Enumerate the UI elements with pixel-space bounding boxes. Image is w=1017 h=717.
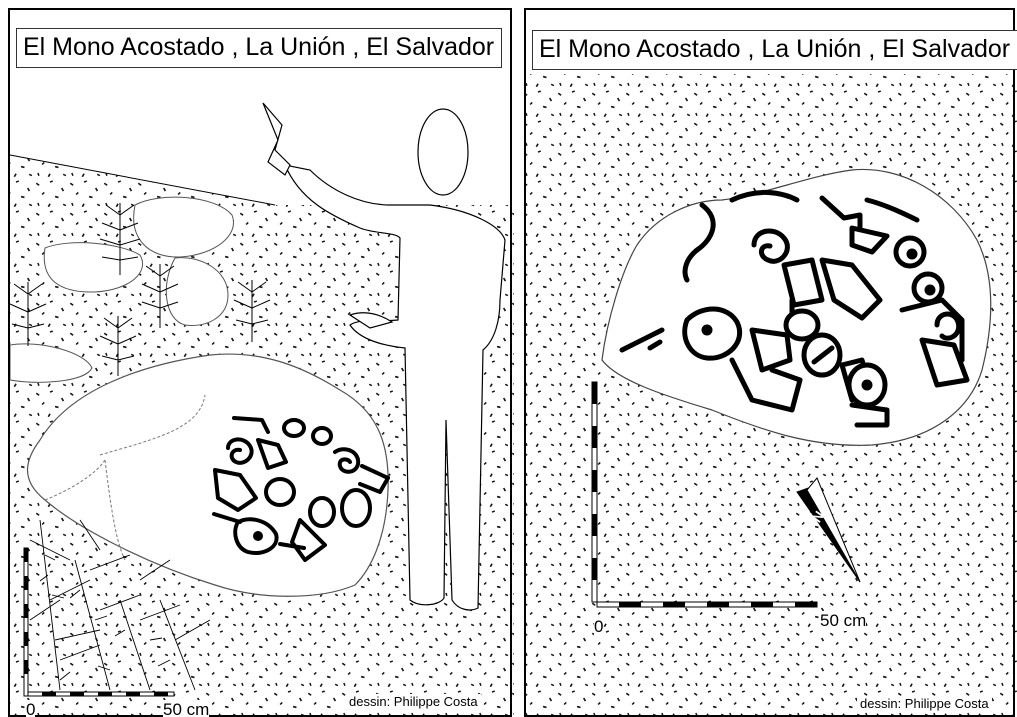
- right-title: El Mono Acostado , La Unión , El Salvado…: [532, 30, 1017, 70]
- human-figure-icon: [262, 102, 506, 611]
- left-frame: [8, 8, 512, 717]
- left-credit: dessin: Philippe Costa: [346, 694, 481, 709]
- background-rocks: [9, 196, 234, 383]
- panel-divider: [514, 0, 522, 717]
- right-illustration: N: [522, 74, 1017, 717]
- right-frame: [524, 8, 1015, 717]
- left-illustration: [9, 102, 514, 717]
- left-scale-length: 50 cm: [163, 700, 210, 717]
- right-credit: dessin: Philippe Costa: [857, 696, 992, 711]
- north-arrow-icon: N: [796, 477, 861, 583]
- left-drawing-panel: El Mono Acostado , La Unión , El Salvado…: [8, 8, 514, 717]
- left-title: El Mono Acostado , La Unión , El Salvado…: [16, 28, 502, 68]
- right-scale-zero: 0: [594, 617, 604, 637]
- scale-bar-icon: [591, 381, 818, 608]
- right-drawing-panel: N El Mono Acostado , La Unión , El Salva…: [522, 0, 1017, 717]
- petroglyph-design: [212, 416, 390, 562]
- right-scale-length: 50 cm: [820, 611, 867, 631]
- engraved-boulder: [601, 168, 992, 446]
- plant-icon: [29, 519, 211, 691]
- left-scale-zero: 0: [26, 700, 36, 717]
- scale-bar-icon: [23, 547, 175, 697]
- petroglyph-design: [619, 189, 970, 428]
- plant-icon: [9, 203, 271, 376]
